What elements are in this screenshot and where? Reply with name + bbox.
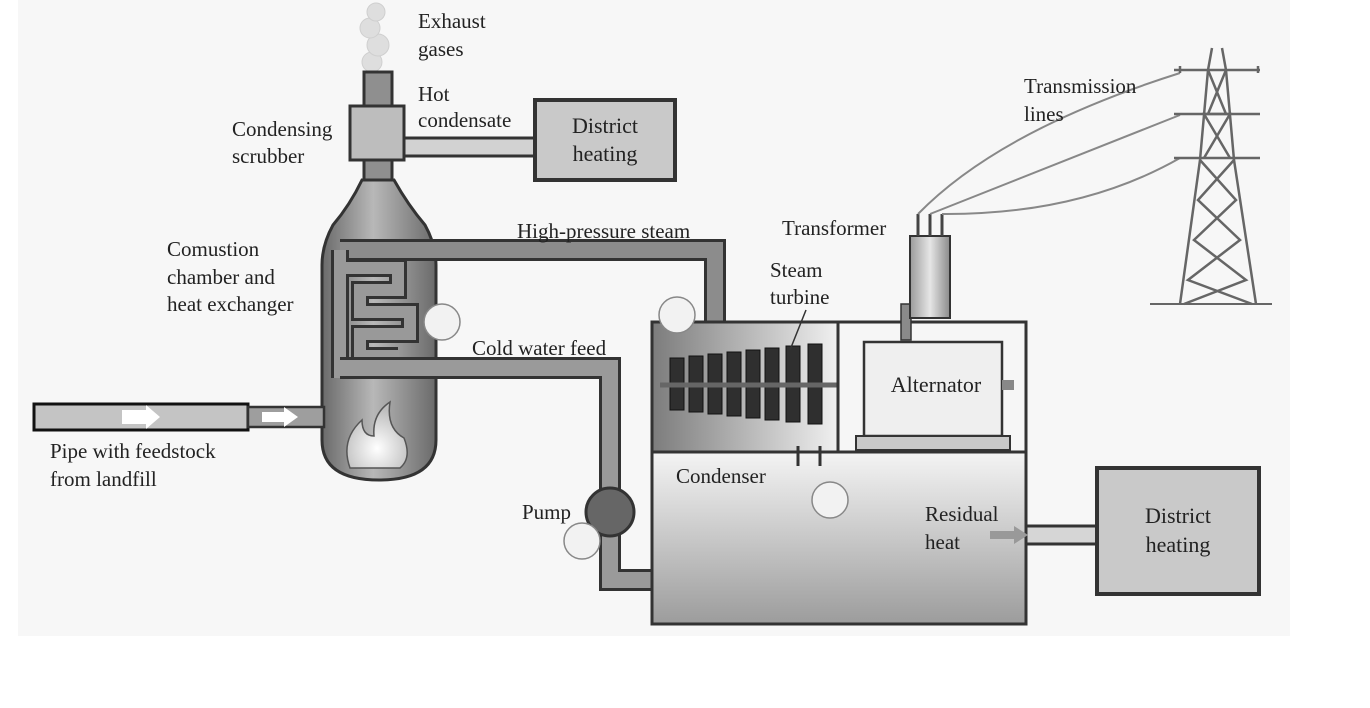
marker-circle <box>658 296 696 334</box>
combustion-chamber-label: Comustion <box>167 237 260 261</box>
steam-turbine-pointer <box>789 309 807 351</box>
exhaust-smoke <box>359 2 390 73</box>
feedstock-pipe-label: Pipe with feedstock <box>50 439 216 463</box>
high-pressure-steam-label: High-pressure steam <box>517 219 690 243</box>
transmission-lines-label: Transmission <box>1024 74 1137 98</box>
feed-arrow-icon <box>262 407 298 427</box>
feed-arrow-icon <box>122 405 160 429</box>
residual-heat-arrow-icon <box>990 526 1028 544</box>
feedstock-pipe-label: from landfill <box>50 467 157 491</box>
district-heating-top-label: heating <box>573 141 638 166</box>
condenser-inlet <box>796 446 822 466</box>
exhaust-label: Exhaust <box>418 9 486 33</box>
alternator-stub <box>1002 380 1014 390</box>
marker-circles <box>423 296 849 560</box>
exhaust-label: gases <box>418 37 464 61</box>
exhaust-stack <box>362 70 394 110</box>
condensing-scrubber-label: Condensing <box>232 117 333 141</box>
marker-circle <box>811 481 849 519</box>
steam-turbine-label: Steam <box>770 258 823 282</box>
residual-heat-pipe <box>1024 524 1100 546</box>
transmission-lines-label: lines <box>1024 102 1064 126</box>
residual-heat-label: Residual <box>925 502 999 526</box>
alternator <box>862 340 1004 438</box>
condenser <box>650 450 1028 626</box>
alternator-label: Alternator <box>891 372 982 397</box>
steam-turbine-label: turbine <box>770 285 829 309</box>
alternator-base <box>855 435 1011 451</box>
condensing-scrubber <box>348 104 406 162</box>
condensing-scrubber-label: scrubber <box>232 144 304 168</box>
pump-label: Pump <box>522 500 571 524</box>
transformer-insulators <box>916 214 944 236</box>
transformer-link <box>900 303 912 341</box>
district-heating-top-label: District <box>572 113 638 138</box>
district-heating-bottom-label: heating <box>1146 532 1211 557</box>
flame-icon <box>346 400 408 469</box>
combustion-chamber-label: heat exchanger <box>167 292 294 316</box>
district-heating-bottom-label: District <box>1145 503 1211 528</box>
pump <box>584 486 636 538</box>
marker-circle <box>423 303 461 341</box>
transmission-tower-icon <box>1150 47 1272 306</box>
combustion-chamber-label: chamber and <box>167 265 275 289</box>
hot-condensate-pipe <box>402 136 538 158</box>
cold-water-feed-label: Cold water feed <box>472 336 607 360</box>
residual-heat-label: heat <box>925 530 960 554</box>
hot-condensate-label: condensate <box>418 108 511 132</box>
scrubber-neck <box>362 158 394 182</box>
marker-circle <box>563 522 601 560</box>
district-heating-bottom-box <box>1095 466 1261 596</box>
condenser-label: Condenser <box>676 464 766 488</box>
district-heating-top-box <box>533 98 677 182</box>
transformer <box>909 235 951 319</box>
hot-condensate-label: Hot <box>418 82 450 106</box>
transmission-lines <box>917 72 1181 216</box>
transformer-label: Transformer <box>782 216 886 240</box>
